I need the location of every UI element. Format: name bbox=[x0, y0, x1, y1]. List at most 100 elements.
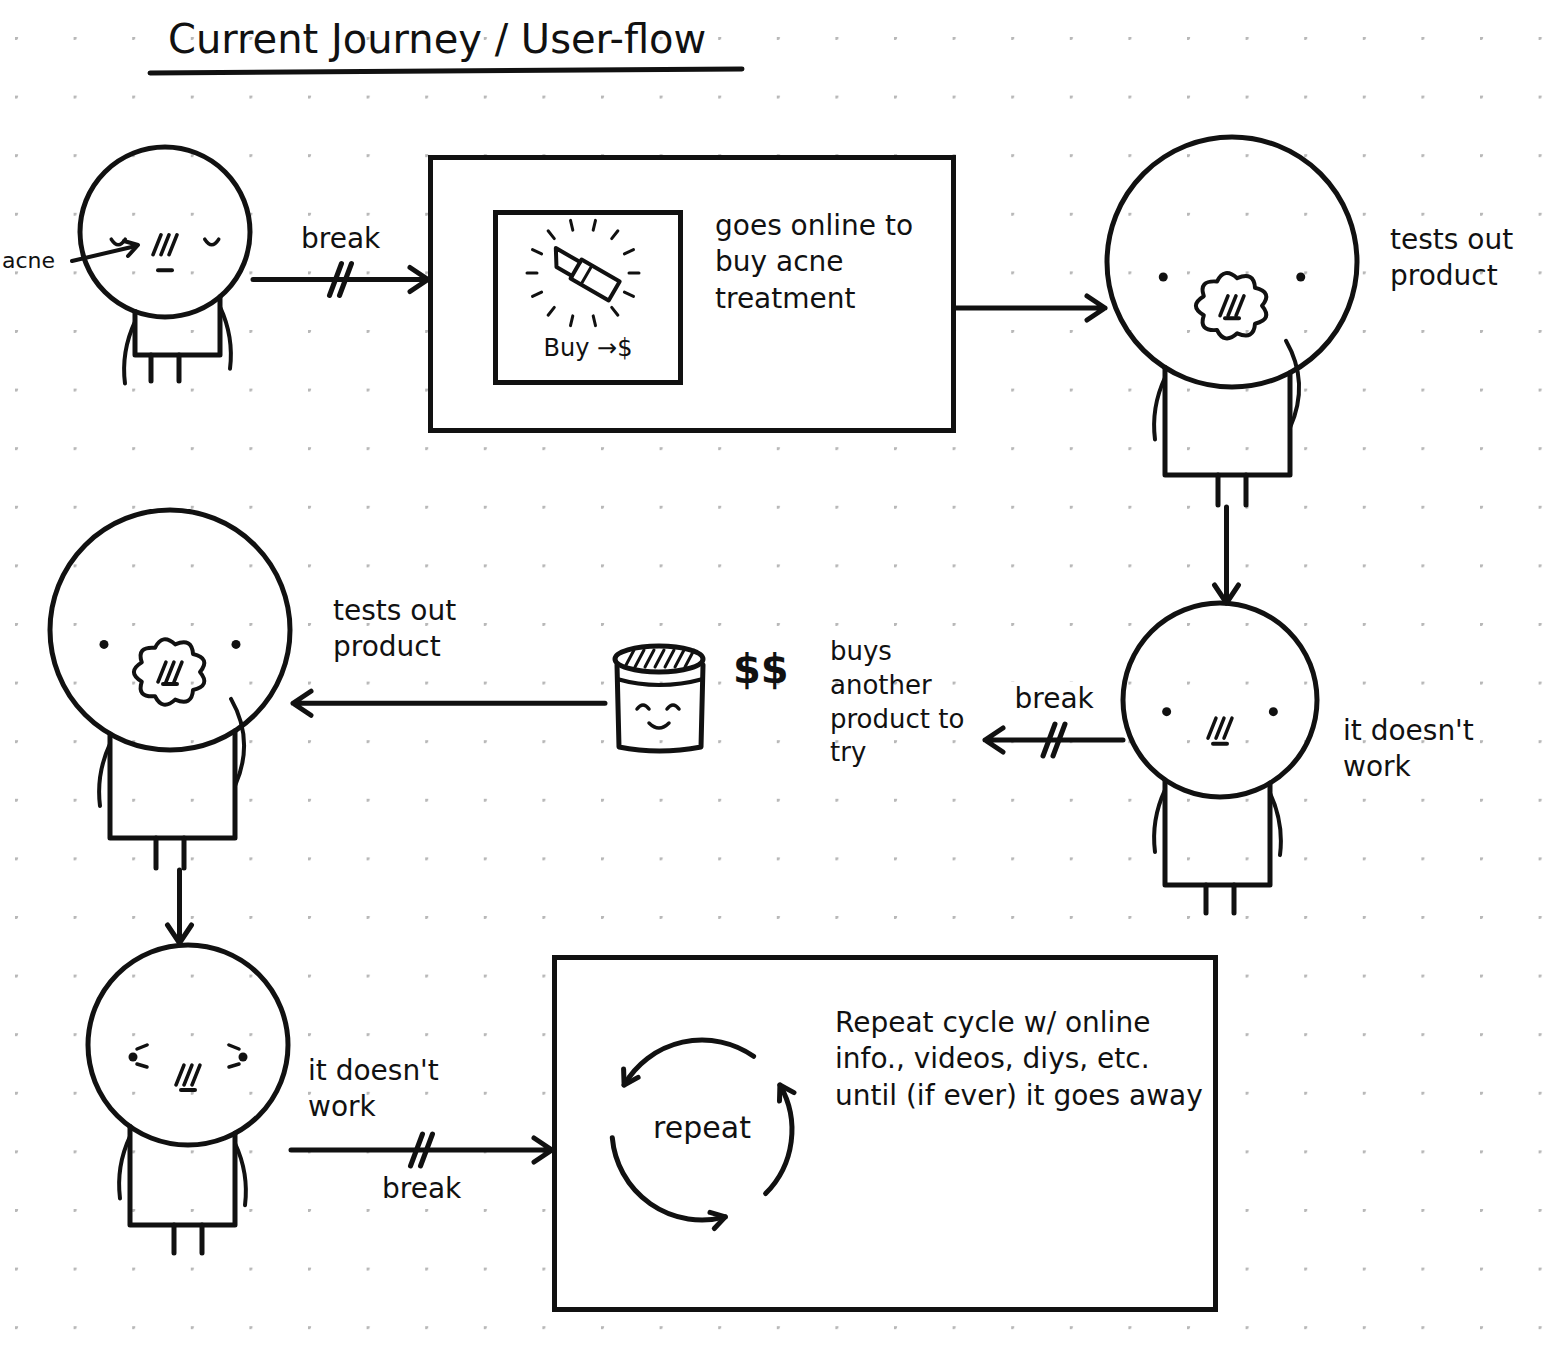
process-box: Repeat cycle w/ online info., videos, di… bbox=[552, 955, 1218, 1312]
leg bbox=[1216, 475, 1221, 505]
leg bbox=[1244, 475, 1249, 505]
raised-hand bbox=[231, 699, 244, 786]
lipstick-tube bbox=[571, 259, 620, 300]
node-illustration bbox=[48, 508, 293, 870]
person-figure: tests out product bbox=[48, 508, 293, 870]
worry-mark bbox=[137, 1045, 147, 1049]
lid-hatch bbox=[665, 650, 674, 667]
flow-arrow bbox=[293, 691, 605, 715]
mouth bbox=[181, 1088, 195, 1092]
cycle-arc bbox=[624, 1040, 754, 1085]
break-mark bbox=[1043, 724, 1065, 756]
leg bbox=[182, 838, 187, 868]
sparkle-ray bbox=[533, 250, 542, 254]
node-text: buys another product to try bbox=[830, 635, 975, 770]
flow-arrow bbox=[168, 870, 192, 943]
node-illustration bbox=[86, 943, 291, 1255]
title-underline bbox=[150, 69, 742, 73]
sparkle-ray bbox=[533, 292, 542, 296]
lipstick-band bbox=[581, 265, 592, 284]
cycle-arrowhead bbox=[780, 1085, 795, 1101]
worry-mark bbox=[229, 1045, 239, 1049]
acne-mark bbox=[158, 662, 166, 682]
sparkle-ray bbox=[593, 316, 595, 326]
leg bbox=[1232, 885, 1237, 913]
sparkle-ray bbox=[548, 307, 554, 315]
jar-lid bbox=[615, 646, 703, 672]
sparkle-ray bbox=[593, 220, 595, 230]
head-circle bbox=[1107, 137, 1357, 387]
acne-mark bbox=[1208, 718, 1216, 738]
sparkle-ray bbox=[612, 231, 618, 239]
eye bbox=[100, 640, 109, 649]
node-text: it doesn't work bbox=[1343, 713, 1518, 786]
eye bbox=[1269, 707, 1278, 716]
head-circle bbox=[80, 147, 250, 317]
sparkle-ray bbox=[629, 272, 639, 275]
leg bbox=[1204, 885, 1209, 913]
node-text: tests out product bbox=[1390, 222, 1560, 295]
sparkle-ray bbox=[527, 272, 537, 275]
node-text: Repeat cycle w/ online info., videos, di… bbox=[835, 1005, 1205, 1114]
cycle-arc bbox=[612, 1138, 725, 1220]
lid-hatch bbox=[675, 650, 684, 667]
body-outline bbox=[1165, 780, 1270, 885]
acne-mark bbox=[176, 1065, 184, 1085]
head-circle bbox=[88, 945, 288, 1145]
lid-hatch bbox=[625, 650, 634, 667]
acne-mark bbox=[166, 662, 174, 682]
arm bbox=[1154, 790, 1165, 852]
jar-eye bbox=[637, 705, 649, 709]
worry-mark bbox=[229, 1064, 239, 1067]
lid-hatch bbox=[655, 650, 664, 667]
leg bbox=[154, 838, 159, 868]
leg bbox=[177, 355, 182, 381]
person-figure: acne bbox=[78, 145, 253, 385]
node-text: goes online to buy acne treatment bbox=[715, 208, 930, 317]
acne-patch bbox=[1196, 273, 1266, 338]
flow-arrow bbox=[956, 296, 1105, 320]
product-jar: $$buys another product to try bbox=[605, 635, 985, 800]
cycle-arrowhead bbox=[710, 1212, 725, 1228]
sparkle-ray bbox=[612, 307, 618, 315]
jar-body bbox=[617, 665, 703, 751]
edge-label: break bbox=[1011, 682, 1098, 716]
head-circle bbox=[50, 510, 290, 750]
acne-mark bbox=[1228, 296, 1236, 316]
acne-mark bbox=[161, 235, 169, 255]
flow-arrow bbox=[1215, 507, 1239, 603]
sparkle-ray bbox=[571, 316, 573, 326]
acne-mark bbox=[174, 662, 182, 682]
raised-hand bbox=[1286, 341, 1299, 428]
node-text: acne bbox=[2, 247, 72, 276]
acne-mark bbox=[184, 1065, 192, 1085]
acne-mark bbox=[1220, 296, 1228, 316]
acne-mark bbox=[1216, 718, 1224, 738]
eye bbox=[232, 640, 241, 649]
person-figure: tests out product bbox=[1105, 137, 1360, 507]
lipstick-icon bbox=[546, 245, 619, 300]
edge-label: break bbox=[378, 1172, 465, 1206]
mouth bbox=[1213, 742, 1227, 746]
mouth bbox=[158, 268, 172, 272]
node-text: Buy →$ bbox=[498, 333, 678, 364]
arm bbox=[119, 1136, 130, 1198]
acne-mark bbox=[192, 1065, 200, 1085]
lid-hatch bbox=[645, 650, 654, 667]
acne-mark bbox=[1224, 718, 1232, 738]
sparkle-ray bbox=[548, 231, 554, 239]
leg bbox=[172, 1225, 177, 1253]
node-illustration bbox=[1123, 603, 1318, 915]
node-text: tests out product bbox=[333, 593, 503, 666]
cycle-arrowhead bbox=[624, 1069, 639, 1085]
arm bbox=[235, 1143, 246, 1205]
diagram-title: Current Journey / User-flow bbox=[168, 16, 706, 62]
node-illustration bbox=[1105, 137, 1360, 507]
body-outline bbox=[110, 731, 235, 838]
break-mark bbox=[330, 264, 352, 296]
screen-box: Buy →$ bbox=[493, 210, 683, 385]
head-circle bbox=[1123, 603, 1317, 797]
process-box: goes online to buy acne treatmentBuy →$ bbox=[428, 155, 956, 433]
eye bbox=[239, 1053, 248, 1062]
